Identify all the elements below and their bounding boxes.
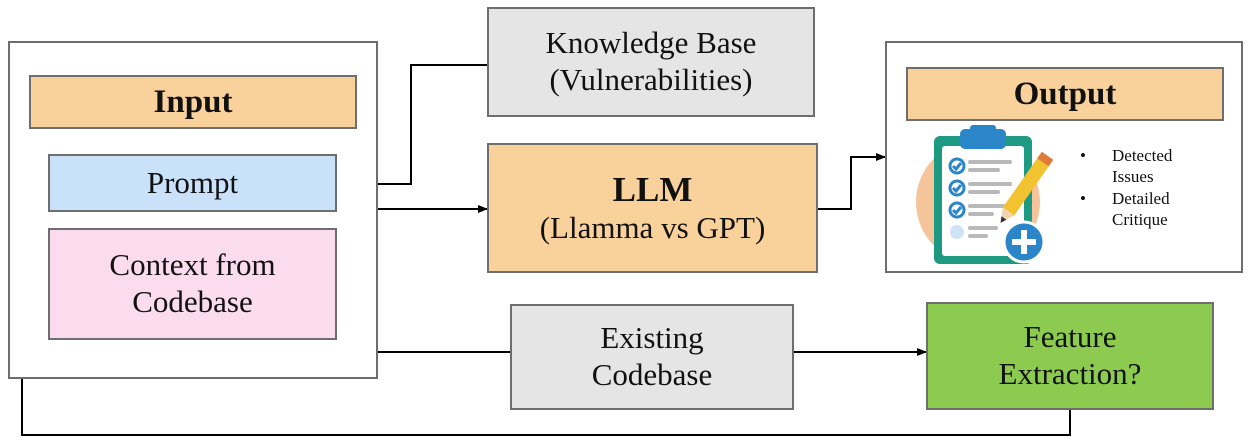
output-bullet-item: Detected Issues: [1080, 146, 1172, 187]
llm-box: LLM (Llamma vs GPT): [487, 143, 818, 273]
knowledge-base-box: Knowledge Base (Vulnerabilities): [487, 7, 815, 117]
clipboard-checklist-icon: [916, 125, 1054, 264]
output-bullet-list: Detected Issues Detailed Critique: [1080, 146, 1172, 233]
output-header: Output: [906, 67, 1224, 121]
prompt-box: Prompt: [48, 154, 337, 212]
arrow-llm-to-output: [818, 153, 886, 210]
llm-title: LLM: [612, 170, 693, 210]
context-box: Context from Codebase: [48, 228, 337, 340]
llm-subtitle: (Llamma vs GPT): [539, 210, 766, 246]
output-bullet-item: Detailed Critique: [1080, 189, 1172, 230]
existing-codebase-box: Existing Codebase: [510, 304, 794, 410]
input-header: Input: [29, 75, 357, 129]
feature-extraction-box: Feature Extraction?: [926, 302, 1214, 410]
